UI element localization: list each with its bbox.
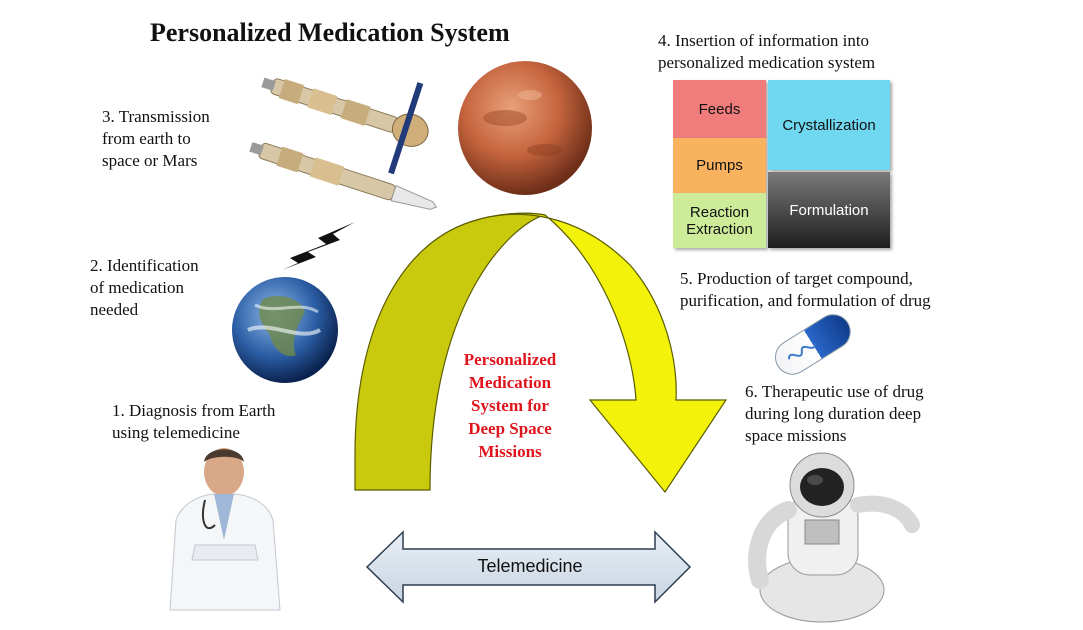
reaction-extraction-label: Reaction Extraction (686, 204, 753, 238)
step-4-line: personalized medication system (658, 53, 876, 72)
step-4-line: 4. Insertion of information into (658, 31, 870, 50)
step-5-line: purification, and formulation of drug (680, 291, 931, 310)
pumps-label: Pumps (696, 157, 743, 174)
step-2-line: of medication (90, 278, 184, 297)
reaction-label: Reaction (689, 203, 750, 221)
step-3-line: 3. Transmission (102, 107, 210, 126)
step-2-line: needed (90, 300, 139, 319)
crystallization-label: Crystallization (782, 116, 876, 134)
center-label: Personalized Medication System for Deep … (440, 348, 580, 463)
step-6-therapeutic: 6. Therapeutic use of drug during long d… (745, 381, 924, 447)
step-2-line: 2. Identification (90, 256, 199, 275)
feeds-box: Feeds (673, 80, 766, 138)
earth-image (232, 277, 338, 383)
lightning-icon (282, 222, 355, 270)
step-6-line: during long duration deep (745, 404, 922, 423)
page-title: Personalized Medication System (150, 18, 510, 47)
step-1-diagnosis: 1. Diagnosis from Earth using telemedici… (112, 400, 275, 444)
step-3-line: space or Mars (102, 151, 198, 170)
step-5-production: 5. Production of target compound, purifi… (680, 268, 931, 312)
center-label-line: Deep Space (468, 419, 552, 438)
center-label-line: Personalized (463, 350, 557, 369)
center-label-line: Medication (468, 373, 552, 392)
reaction-extraction-box: Reaction Extraction (673, 193, 766, 248)
center-label-line: System for (471, 396, 549, 415)
step-3-line: from earth to (102, 129, 191, 148)
cycle-arrow (354, 212, 728, 494)
step-1-line: 1. Diagnosis from Earth (112, 401, 276, 420)
center-label-line: Missions (478, 442, 542, 461)
astronaut-image (748, 452, 920, 623)
pumps-box: Pumps (673, 138, 766, 193)
formulation-box: Formulation (768, 172, 890, 248)
spacecraft-image (249, 77, 438, 210)
doctor-image (169, 448, 281, 611)
mars-image (458, 61, 592, 195)
step-6-line: 6. Therapeutic use of drug (745, 382, 924, 401)
step-4-insertion: 4. Insertion of information into persona… (658, 30, 875, 74)
step-5-line: 5. Production of target compound, (680, 269, 913, 288)
capsule-icon (774, 314, 851, 375)
crystallization-box: Crystallization (768, 80, 890, 170)
telemedicine-arrow (365, 530, 692, 604)
telemedicine-label: Telemedicine (477, 556, 583, 576)
step-3-transmission: 3. Transmission from earth to space or M… (102, 106, 210, 172)
step-2-identification: 2. Identification of medication needed (90, 255, 199, 321)
formulation-label: Formulation (789, 201, 869, 219)
step-6-line: space missions (745, 426, 847, 445)
extraction-label: Extraction (686, 220, 753, 238)
step-1-line: using telemedicine (112, 423, 240, 442)
feeds-label: Feeds (698, 100, 741, 118)
